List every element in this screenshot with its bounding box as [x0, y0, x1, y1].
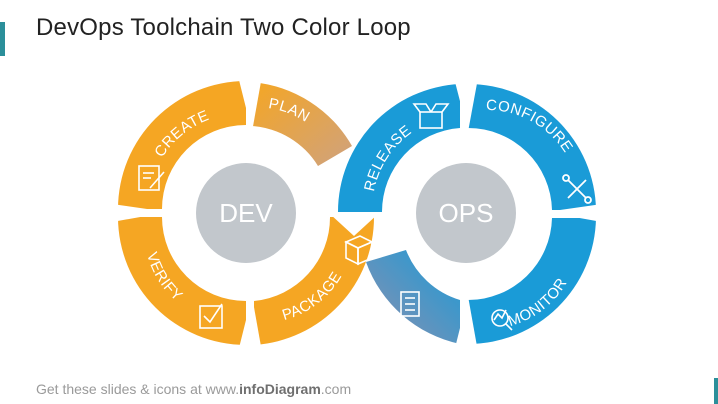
segment-configure — [468, 84, 596, 210]
checklist-icon — [400, 291, 420, 317]
dev-hub-label: DEV — [219, 198, 273, 228]
ops-hub — [416, 163, 516, 263]
footer-brand: infoDiagram — [239, 381, 321, 397]
separator-ops-top — [454, 78, 478, 132]
separator-crossing — [330, 214, 378, 236]
tools-icon — [562, 174, 592, 204]
segment-release — [337, 84, 460, 212]
segment-plan — [252, 82, 352, 166]
segment-package — [254, 217, 375, 345]
separator-right — [546, 204, 602, 222]
analytics-icon — [491, 309, 513, 331]
segment-package-fade — [366, 250, 460, 344]
footer-credit: Get these slides & icons at www.infoDiag… — [36, 381, 351, 397]
box-icon — [344, 235, 374, 266]
separator-left — [112, 204, 168, 222]
footer-prefix: Get these slides & icons at www. — [36, 381, 240, 397]
corner-accent-bar — [714, 378, 718, 404]
page-title: DevOps Toolchain Two Color Loop — [36, 14, 411, 41]
title-accent-bar — [0, 22, 5, 56]
separator-dev-top — [238, 76, 262, 132]
separator-ops-bottom — [454, 296, 478, 352]
open-box-icon — [412, 103, 450, 129]
dev-hub — [196, 163, 296, 263]
checkbox-icon — [199, 303, 223, 329]
segment-verify — [118, 217, 246, 345]
ops-hub-label: OPS — [439, 198, 494, 228]
segment-create — [118, 81, 246, 209]
footer-suffix: .com — [320, 381, 352, 397]
separator-dev-bottom — [238, 296, 262, 352]
segment-monitor — [468, 218, 596, 344]
edit-document-icon — [138, 165, 165, 191]
